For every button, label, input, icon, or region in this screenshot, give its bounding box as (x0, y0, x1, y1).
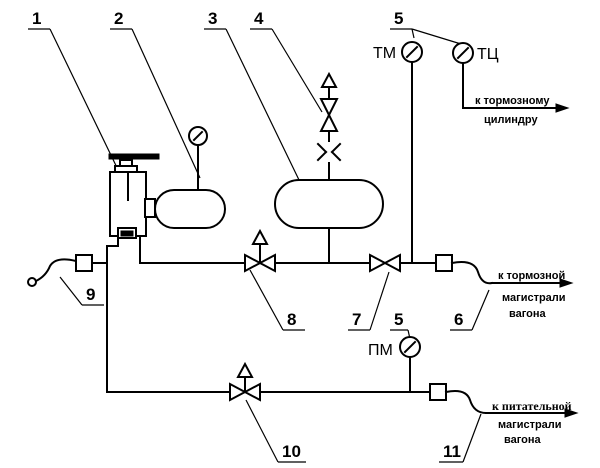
callout-4: 4 (250, 9, 323, 113)
callout-3-label: 3 (208, 9, 217, 28)
callout-5-mid: 5 (390, 310, 411, 340)
note-brake-line: к тормозной магистрали вагона (498, 270, 566, 320)
callout-5-top: 5 (390, 9, 462, 45)
note-supply-line-line3: вагона (504, 434, 542, 446)
gauge-tc-label: ТЦ (477, 46, 499, 63)
coupling-9 (75, 254, 93, 272)
hose-9 (34, 258, 78, 283)
callout-2: 2 (110, 9, 201, 179)
air-distributor (108, 153, 160, 239)
distributor-handle (108, 153, 160, 160)
callout-8-label: 8 (287, 310, 296, 329)
note-brake-cylinder-line1: к тормозному (475, 95, 550, 107)
callout-1: 1 (28, 9, 123, 179)
callout-1-label: 1 (32, 9, 41, 28)
callout-10: 10 (245, 399, 306, 463)
note-supply-line-line1: к питательной (492, 399, 572, 413)
hose-6 (450, 261, 494, 285)
callout-11: 11 (439, 413, 482, 463)
callout-9: 9 (59, 276, 104, 306)
reservoir-3-body (274, 179, 384, 229)
note-brake-line-line3: вагона (509, 308, 547, 320)
callout-4-label: 4 (254, 9, 264, 28)
callout-3: 3 (204, 9, 301, 183)
brake-line (139, 61, 574, 288)
inlet-9 (27, 235, 119, 393)
gauge-pm-label: ПМ (368, 342, 393, 359)
exhaust-8-icon (251, 228, 269, 245)
valve-8-right (257, 253, 276, 273)
callout-6: 6 (450, 289, 490, 331)
callout-7: 7 (348, 271, 390, 331)
gauge-tm: ТМ (373, 41, 423, 63)
gauge-tm-label: ТМ (373, 45, 396, 62)
coupling-6 (435, 254, 453, 272)
callout-7-label: 7 (352, 310, 361, 329)
arrow-supply-line-icon (564, 408, 579, 418)
note-supply-line-line2: магистрали (498, 419, 562, 431)
gauge-tc: ТЦ (452, 42, 499, 64)
exhaust-10-icon (236, 361, 254, 378)
working-reservoir (154, 126, 226, 229)
valve-4-lower (319, 112, 339, 132)
note-brake-cylinder: к тормозному цилиндру (475, 95, 550, 126)
note-brake-line-line1: к тормозной (498, 270, 565, 282)
hose-11 (444, 390, 488, 415)
reservoir-2-body (154, 189, 226, 229)
callout-8: 8 (249, 269, 305, 331)
valve-10-left (229, 382, 248, 402)
brake-cylinder-line (462, 62, 570, 113)
callout-11-label: 11 (443, 442, 461, 461)
valve-10-right (242, 382, 261, 402)
callout-9-label: 9 (86, 285, 95, 304)
valve-7-right (382, 253, 401, 273)
arrow-brake-cylinder-icon (555, 103, 570, 113)
note-supply-line: к питательной магистрали вагона (492, 399, 572, 446)
callout-5-top-label: 5 (394, 9, 403, 28)
inlet-9-end-icon (27, 277, 37, 287)
supply-line (106, 356, 579, 418)
callout-6-label: 6 (454, 310, 463, 329)
valve-8-left (244, 253, 263, 273)
note-brake-cylinder-line2: цилиндру (484, 114, 538, 126)
callout-2-label: 2 (114, 9, 123, 28)
auxiliary-reservoir (274, 71, 384, 264)
exhaust-4-icon (320, 71, 338, 88)
callout-10-label: 10 (282, 442, 301, 461)
callout-5-mid-label: 5 (394, 310, 403, 329)
valve-7-left (369, 253, 388, 273)
gauge-pm: ПМ (368, 336, 421, 359)
note-brake-line-line2: магистрали (502, 292, 566, 304)
coupling-11 (429, 383, 447, 401)
valve-4-upper (319, 98, 339, 118)
arrow-brake-line-icon (559, 278, 574, 288)
